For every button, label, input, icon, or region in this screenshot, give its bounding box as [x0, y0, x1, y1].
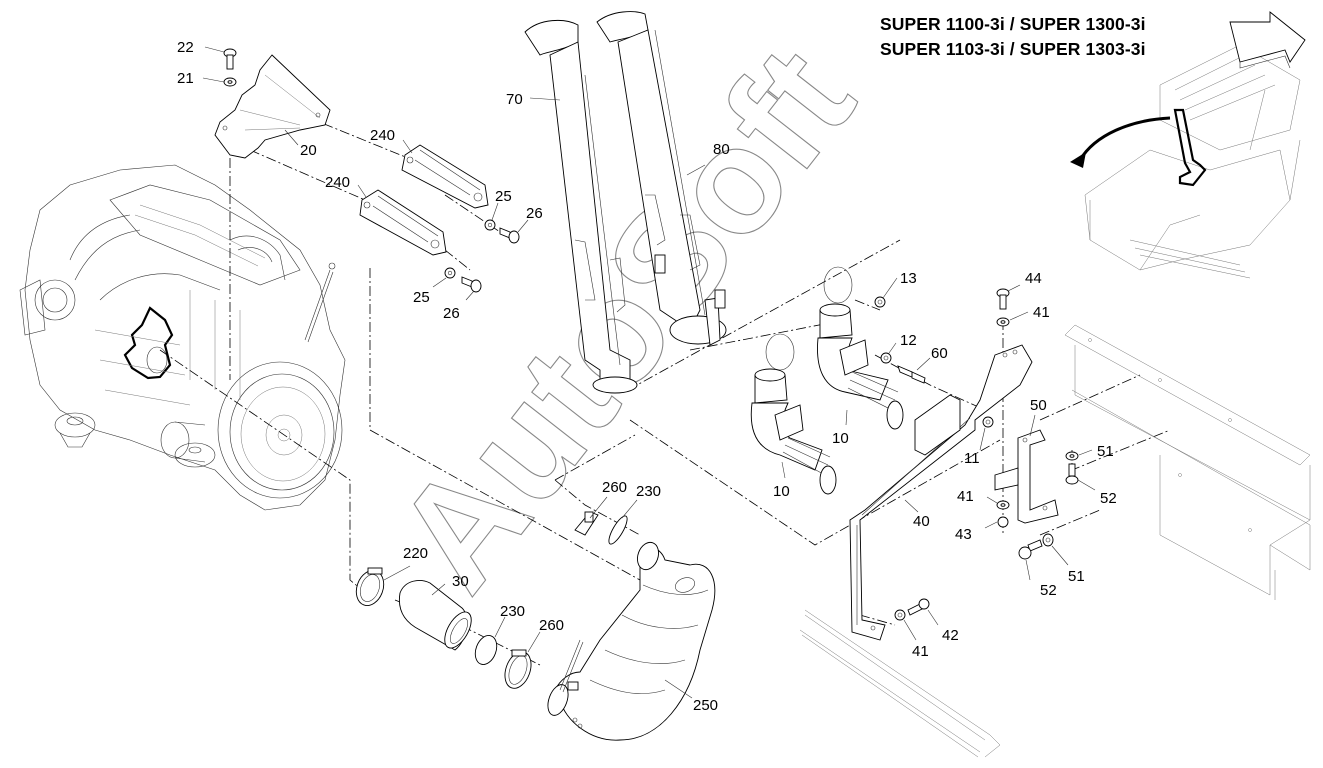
- callout-41-bottom: 41: [912, 643, 929, 660]
- part-80-exhaust-pipe: [596, 11, 727, 346]
- callout-41-mid: 41: [957, 488, 974, 505]
- callout-20: 20: [300, 142, 317, 159]
- callout-230-lower: 230: [500, 603, 525, 620]
- callout-60: 60: [931, 345, 948, 362]
- callout-260-lower: 260: [539, 617, 564, 634]
- callout-220: 220: [403, 545, 428, 562]
- callout-labels: 22 21 20 240 240 25 26 25 26 70 80 13 12…: [177, 39, 1117, 714]
- part-52-bolt-lower: [1018, 539, 1043, 560]
- callout-26-lower: 26: [443, 305, 460, 322]
- part-12-washer: [880, 352, 892, 364]
- callout-240-upper: 240: [370, 127, 395, 144]
- flywheel: [217, 361, 343, 499]
- part-240-holder-upper: [401, 144, 489, 209]
- model-title-line-1: SUPER 1100-3i / SUPER 1300-3i: [880, 14, 1146, 34]
- part-40-support-arm: [849, 344, 1033, 641]
- callout-25-upper: 25: [495, 188, 512, 205]
- model-title-block: SUPER 1100-3i / SUPER 1300-3i SUPER 1103…: [880, 12, 1146, 62]
- callout-51-upper: 51: [1097, 443, 1114, 460]
- leader-lines: [202, 46, 1096, 699]
- part-20-bracket: [214, 54, 331, 159]
- callout-250: 250: [693, 697, 718, 714]
- callout-43: 43: [955, 526, 972, 543]
- callout-22: 22: [177, 39, 194, 56]
- callout-42: 42: [942, 627, 959, 644]
- part-41-washer-bottom: [894, 609, 906, 621]
- model-title-line-2: SUPER 1103-3i / SUPER 1303-3i: [880, 39, 1146, 59]
- callout-80: 80: [713, 141, 730, 158]
- callout-52-upper: 52: [1100, 490, 1117, 507]
- callout-26-upper: 26: [526, 205, 543, 222]
- callout-13: 13: [900, 270, 917, 287]
- part-51-washer-upper: [1065, 451, 1079, 461]
- callout-50: 50: [1030, 397, 1047, 414]
- part-11-nut: [982, 416, 994, 428]
- callout-52-lower: 52: [1040, 582, 1057, 599]
- callout-10-lower: 10: [773, 483, 790, 500]
- part-260-clamp-upper: [574, 511, 599, 536]
- part-26-bolt-upper: [499, 227, 520, 244]
- part-250-aftertreatment-unit: [547, 541, 716, 741]
- part-240-holder-lower: [359, 189, 447, 256]
- callout-11: 11: [964, 450, 980, 467]
- lower-rail: [799, 609, 1001, 758]
- callout-44: 44: [1025, 270, 1042, 287]
- part-260-clamp-lower: [504, 649, 532, 689]
- part-60-stud: [897, 365, 926, 384]
- part-230-gasket-lower: [474, 635, 498, 665]
- part-10-elbow-lower: [750, 333, 837, 495]
- callout-25-lower: 25: [413, 289, 430, 306]
- part-10-elbow-upper: [817, 266, 904, 430]
- part-26-bolt-lower: [461, 276, 482, 293]
- callout-40: 40: [913, 513, 930, 530]
- callout-41-top: 41: [1033, 304, 1050, 321]
- part-13-nut: [874, 296, 886, 308]
- callout-70: 70: [506, 91, 523, 108]
- callout-30: 30: [452, 573, 469, 590]
- callout-12: 12: [900, 332, 917, 349]
- callout-260-upper: 260: [602, 479, 627, 496]
- callout-21: 21: [177, 70, 194, 87]
- part-22-bolt: [223, 48, 237, 70]
- part-30-flex-connector: [399, 580, 472, 651]
- part-41-washer-mid: [996, 500, 1010, 510]
- part-25-washer-lower: [444, 267, 456, 279]
- part-230-gasket-upper: [608, 515, 628, 545]
- part-42-bolt: [907, 598, 930, 616]
- engine-illustration: [19, 164, 346, 511]
- callout-230-upper: 230: [636, 483, 661, 500]
- part-44-bolt: [996, 288, 1010, 310]
- part-70-exhaust-pipe: [524, 19, 638, 394]
- part-41-washer-top: [996, 317, 1010, 327]
- frame-plate: [1064, 324, 1311, 600]
- part-25-washer-upper: [484, 219, 496, 231]
- part-50-bracket: [994, 429, 1059, 524]
- machine-inset: [1070, 11, 1306, 279]
- part-51-washer-lower: [1042, 533, 1054, 547]
- callout-10-upper: 10: [832, 430, 849, 447]
- callout-51-lower: 51: [1068, 568, 1085, 585]
- callout-240-lower: 240: [325, 174, 350, 191]
- part-52-bolt-upper: [1065, 463, 1079, 485]
- part-43-nut: [997, 516, 1009, 528]
- part-21-washer: [223, 77, 237, 87]
- part-220-clamp: [355, 567, 385, 606]
